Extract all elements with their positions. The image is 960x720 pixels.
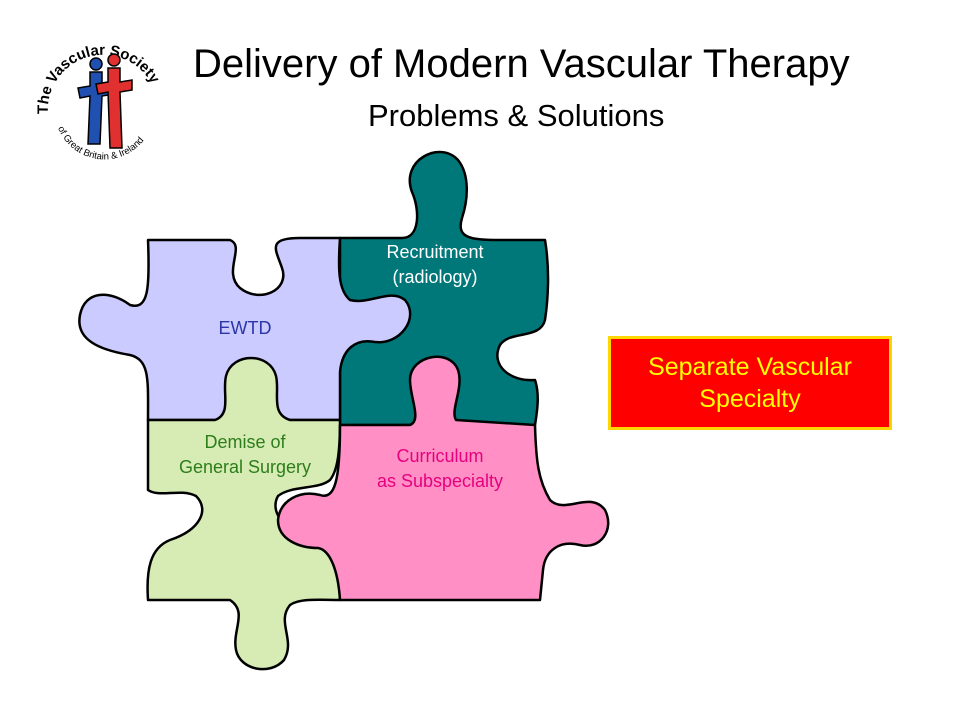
label-demise-line-2: General Surgery — [178, 457, 312, 477]
label-curriculum: Curriculum as Subspecialty — [350, 444, 530, 494]
callout-line-1: Separate Vascular — [648, 353, 852, 381]
puzzle-piece-curriculum — [276, 355, 610, 602]
label-recruitment-line-2: (radiology) — [392, 267, 478, 287]
page-subtitle: Problems & Solutions — [368, 98, 665, 133]
callout-line-2: Specialty — [699, 385, 801, 413]
label-ewtd: EWTD — [205, 316, 285, 341]
label-demise: Demise of General Surgery — [145, 430, 345, 480]
label-ewtd-line-1: EWTD — [218, 318, 272, 338]
label-curriculum-line-1: Curriculum — [396, 446, 484, 466]
page-title: Delivery of Modern Vascular Therapy — [193, 42, 850, 86]
label-recruitment-line-1: Recruitment — [386, 242, 484, 262]
vascular-society-logo: The Vascular Society of Great Britain & … — [35, 44, 163, 162]
label-recruitment: Recruitment (radiology) — [360, 240, 510, 290]
puzzle-piece-ewtd — [78, 236, 412, 422]
label-curriculum-line-2: as Subspecialty — [376, 471, 504, 491]
label-demise-line-1: Demise of — [204, 432, 286, 452]
puzzle-piece-recruitment — [338, 150, 550, 427]
logo-figures-icon — [77, 53, 133, 149]
separate-vascular-specialty-box: Separate Vascular Specialty — [608, 336, 892, 430]
